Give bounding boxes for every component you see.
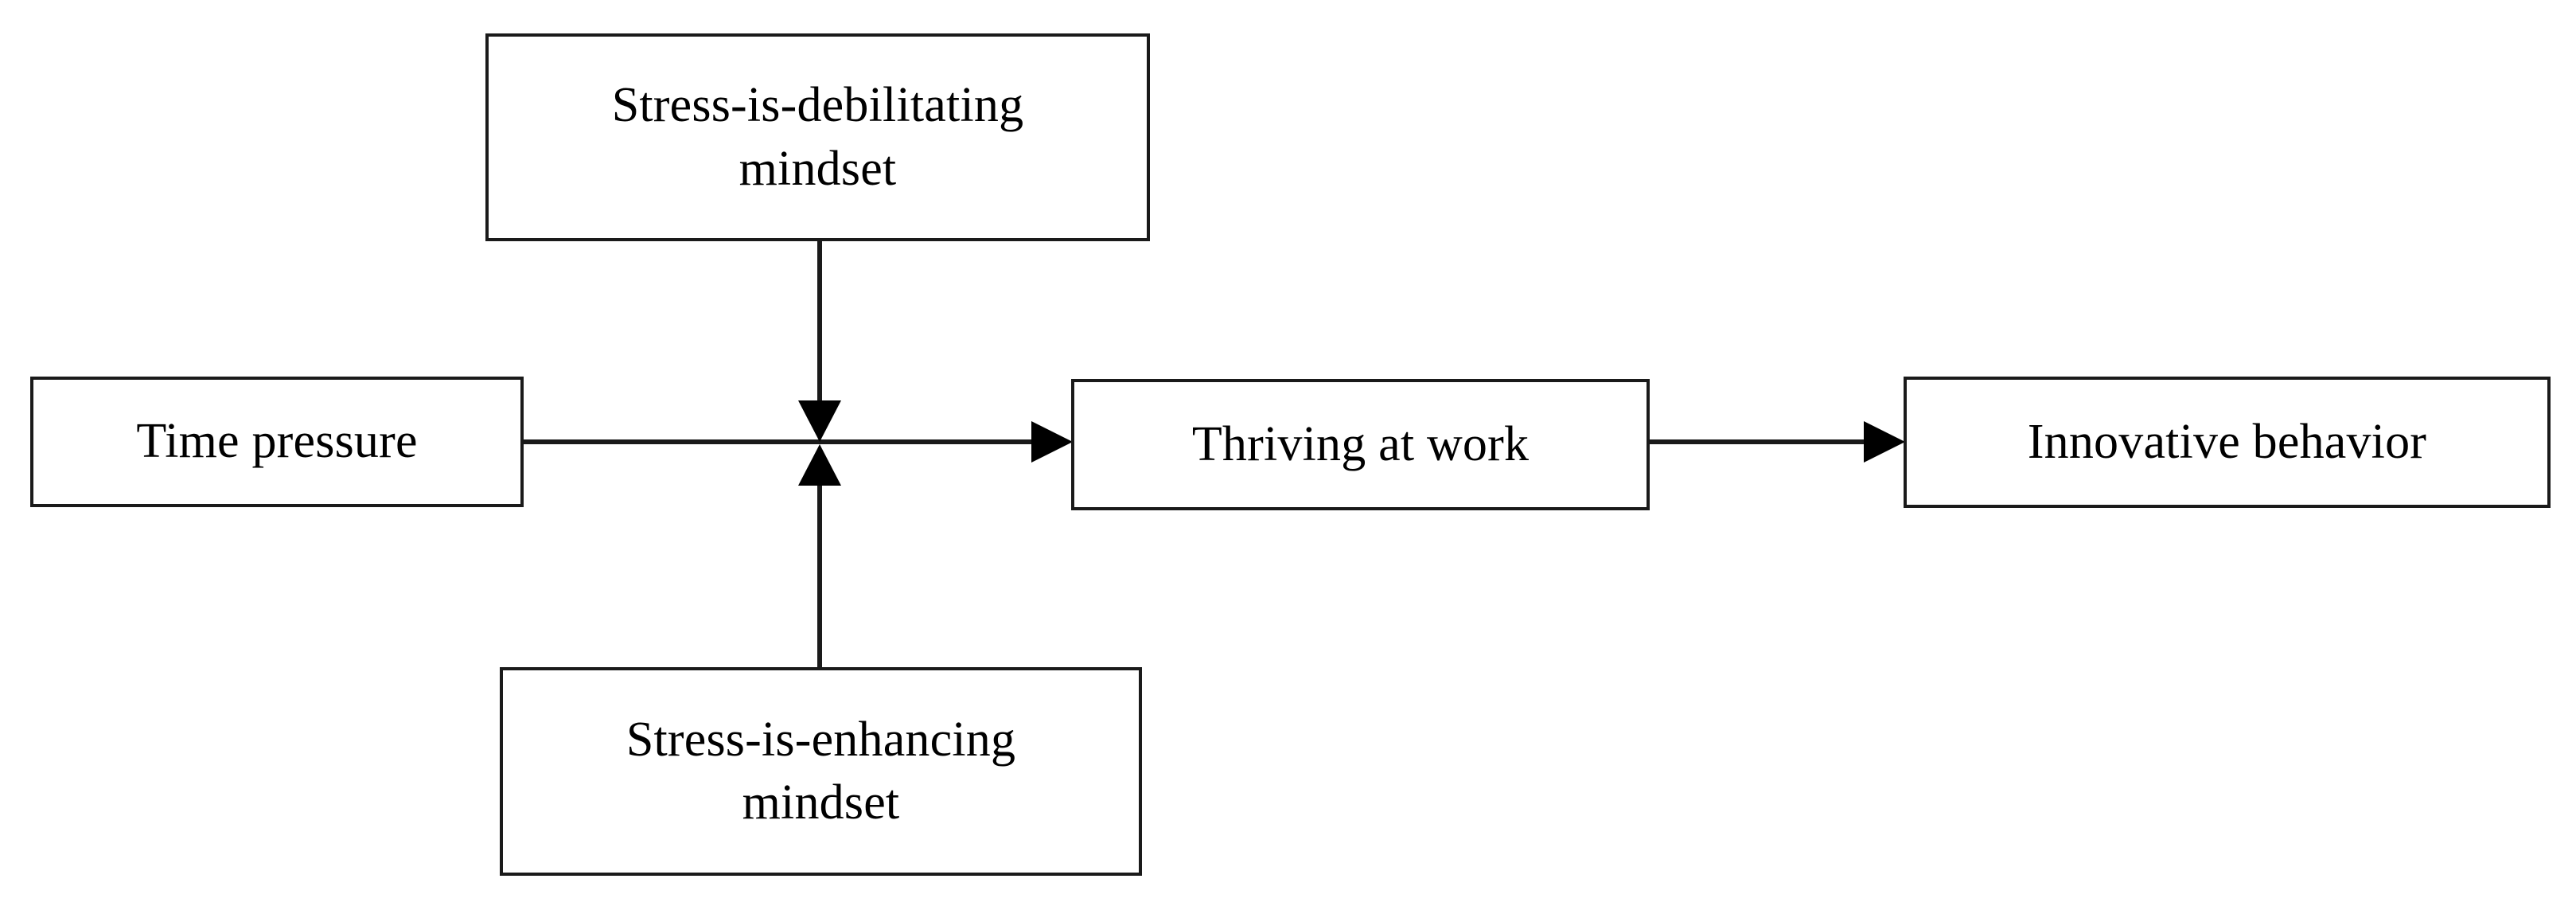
edge-thriving-to-innovative-behavior-line — [1650, 439, 1869, 444]
node-label: Innovative behavior — [2027, 414, 2427, 469]
edge-time-pressure-to-thriving-line — [524, 439, 1035, 444]
node-label: Stress-is-debilitating mindset — [598, 74, 1039, 201]
node-label-line1: Stress-is-enhancing — [625, 712, 1016, 767]
node-label-line2: mindset — [739, 141, 897, 196]
edge-enhancing-mindset-moderation-arrowhead-icon — [798, 444, 841, 486]
node-thriving-at-work: Thriving at work — [1071, 379, 1650, 510]
node-time-pressure: Time pressure — [30, 377, 524, 507]
node-stress-is-enhancing-mindset: Stress-is-enhancing mindset — [500, 667, 1142, 876]
node-label: Stress-is-enhancing mindset — [612, 709, 1030, 835]
edge-debilitating-mindset-moderation-arrowhead-icon — [798, 400, 841, 442]
edge-debilitating-mindset-moderation-line — [817, 241, 822, 402]
edge-thriving-to-innovative-behavior-arrowhead-icon — [1864, 421, 1905, 463]
node-label-line1: Stress-is-debilitating — [611, 78, 1024, 133]
node-innovative-behavior: Innovative behavior — [1904, 377, 2551, 508]
node-label: Time pressure — [136, 414, 418, 469]
node-label: Thriving at work — [1191, 416, 1530, 471]
edge-enhancing-mindset-moderation-line — [817, 486, 822, 667]
edge-time-pressure-to-thriving-arrowhead-icon — [1031, 421, 1073, 463]
node-label-line2: mindset — [742, 775, 900, 830]
node-stress-is-debilitating-mindset: Stress-is-debilitating mindset — [485, 33, 1150, 241]
